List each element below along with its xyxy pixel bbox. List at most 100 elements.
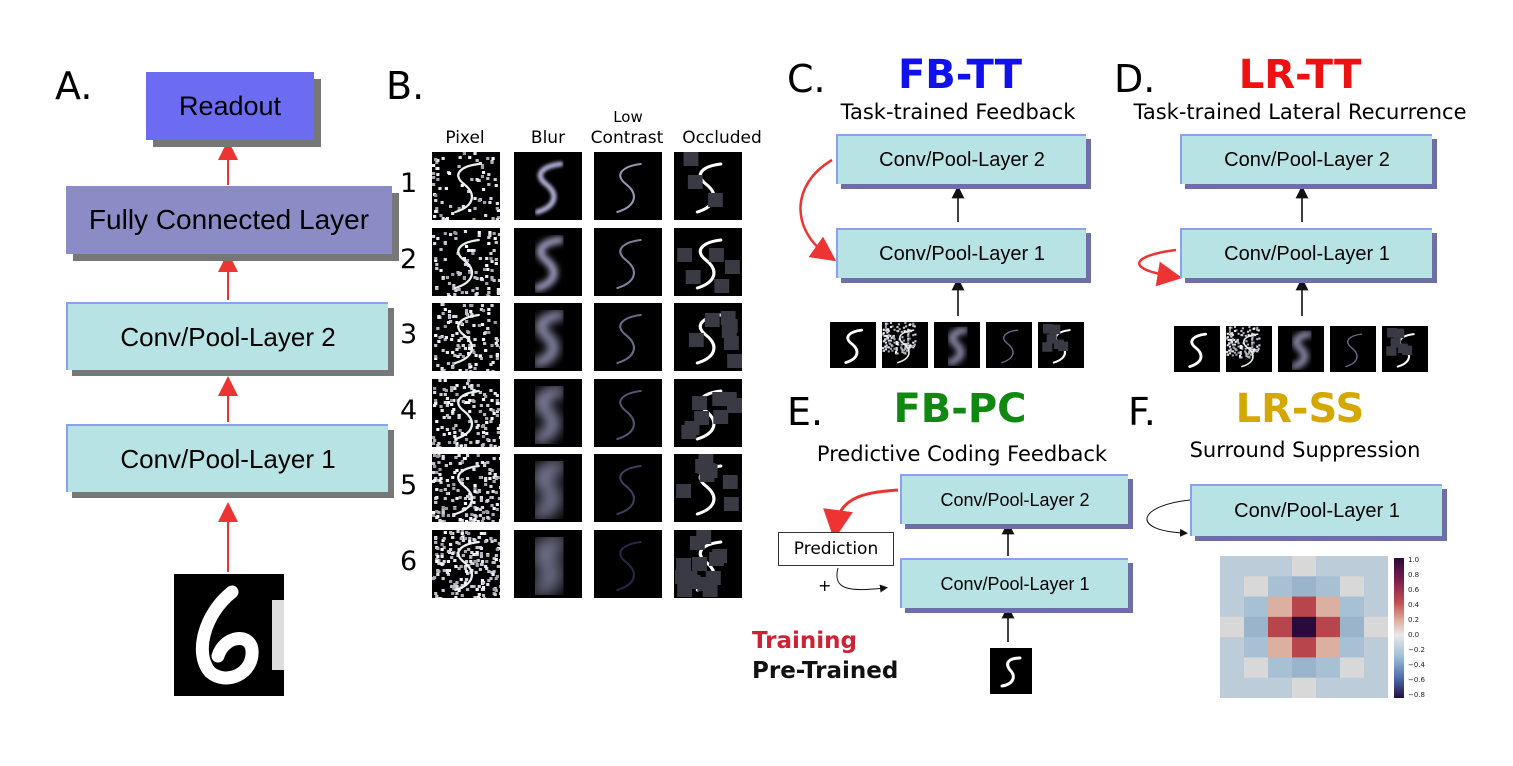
colorbar-tick: −0.4: [1408, 661, 1425, 669]
panel-c-title: FB-TT: [897, 52, 1023, 98]
panel-e-subtitle: Predictive Coding Feedback: [816, 442, 1108, 466]
arrow-d-lateral: [1138, 248, 1183, 287]
kernel-cell: [1268, 556, 1293, 577]
thumb-blur-4: [514, 378, 582, 447]
panel-d-input-clean: [1174, 326, 1220, 372]
plus-sign: +: [818, 576, 832, 595]
kernel-cell: [1364, 596, 1388, 618]
kernel-cell: [1364, 556, 1388, 577]
kernel-cell: [1220, 556, 1245, 577]
kernel-cell: [1220, 616, 1245, 638]
thumb-pixel-6: [432, 529, 500, 598]
thumb-blur-6: [514, 529, 582, 598]
fc-layer-box: Fully Connected Layer: [66, 186, 392, 254]
kernel-cell: [1340, 616, 1365, 638]
thumb-occluded-5: [674, 454, 742, 522]
thumb-low-5: [594, 454, 662, 522]
prediction-box: Prediction: [778, 532, 894, 566]
kernel-cell: [1268, 616, 1293, 638]
row-number-5: 5: [400, 470, 418, 501]
kernel-cell: [1340, 657, 1365, 679]
conv2-box: Conv/Pool-Layer 2: [66, 302, 388, 370]
kernel-cell: [1340, 596, 1365, 618]
panel-d-input-occluded: [1382, 326, 1428, 372]
colorbar-tick: −0.6: [1408, 676, 1425, 684]
panel-d-title: LR-TT: [1238, 52, 1362, 98]
colorbar-tick: −0.2: [1408, 646, 1425, 654]
kernel-cell: [1244, 556, 1269, 577]
col-label-contrast: Contrast: [590, 128, 664, 148]
kernel-cell: [1244, 576, 1269, 598]
arrow-e-prediction: [823, 488, 899, 540]
colorbar-tick: 0.2: [1408, 616, 1420, 624]
kernel-cell: [1268, 657, 1293, 679]
kernel-cell: [1292, 616, 1317, 638]
kernel-cell: [1220, 677, 1245, 698]
kernel-cell: [1316, 596, 1341, 618]
kernel-cell: [1316, 677, 1341, 698]
panel-c-conv1-box: Conv/Pool-Layer 1: [836, 228, 1086, 278]
col-label-pixel: Pixel: [445, 128, 485, 148]
kernel-cell: [1244, 637, 1269, 658]
thumb-occluded-4: [674, 378, 742, 447]
kernel-heatmap: [1220, 556, 1388, 698]
input-digit-image: [174, 574, 284, 696]
panel-c-input-blur: [934, 322, 980, 368]
panel-d-input-blur: [1278, 326, 1324, 372]
thumb-blur-5: [514, 454, 582, 522]
thumb-pixel-5: [432, 454, 500, 522]
kernel-cell: [1316, 576, 1341, 598]
kernel-cell: [1244, 677, 1269, 698]
panel-b-letter: B.: [386, 64, 425, 108]
conv1-box: Conv/Pool-Layer 1: [66, 424, 388, 492]
thumb-occluded-3: [674, 303, 742, 371]
kernel-cell: [1364, 657, 1388, 679]
thumb-pixel-1: [432, 152, 500, 220]
kernel-cell: [1364, 677, 1388, 698]
panel-f-letter: F.: [1128, 390, 1156, 434]
arrow-c-feedback: [799, 158, 837, 262]
row-number-3: 3: [400, 319, 418, 350]
panel-c-input-clean: [830, 322, 876, 368]
panel-e-conv2-box: Conv/Pool-Layer 2: [900, 474, 1128, 524]
kernel-cell: [1268, 637, 1293, 658]
panel-d-input-pixel: [1226, 326, 1272, 372]
kernel-cell: [1340, 556, 1365, 577]
kernel-cell: [1244, 657, 1269, 679]
arrow-f-lateral: [1146, 499, 1191, 537]
kernel-cell: [1268, 596, 1293, 618]
arrow-e-to-conv1: [836, 567, 888, 593]
kernel-cell: [1220, 637, 1245, 658]
readout-box: Readout: [146, 72, 314, 140]
panel-c-subtitle: Task-trained Feedback: [840, 100, 1076, 124]
thumb-pixel-3: [432, 303, 500, 371]
panel-d-letter: D.: [1114, 57, 1156, 101]
colorbar: [1394, 558, 1404, 698]
thumb-pixel-4: [432, 378, 500, 447]
kernel-cell: [1340, 637, 1365, 658]
kernel-cell: [1316, 616, 1341, 638]
colorbar-tick: 0.4: [1408, 601, 1420, 609]
kernel-cell: [1220, 657, 1245, 679]
col-label-occluded: Occluded: [682, 128, 762, 148]
kernel-cell: [1220, 576, 1245, 598]
row-number-2: 2: [400, 243, 418, 275]
panel-a-letter: A.: [55, 64, 93, 108]
kernel-cell: [1292, 576, 1317, 598]
panel-f-title: LR-SS: [1235, 386, 1365, 432]
thumb-blur-2: [514, 227, 582, 296]
row-number-6: 6: [400, 545, 418, 577]
kernel-cell: [1220, 596, 1245, 618]
panel-e-letter: E.: [787, 390, 824, 434]
panel-d-conv1-box: Conv/Pool-Layer 1: [1180, 228, 1432, 278]
panel-e-input-digit: [990, 648, 1032, 694]
thumb-low-1: [594, 152, 662, 220]
kernel-cell: [1244, 616, 1269, 638]
panel-f-subtitle: Surround Suppression: [1189, 438, 1421, 462]
colorbar-tick: 1.0: [1408, 556, 1420, 564]
panel-c-input-pixel: [882, 322, 928, 368]
kernel-cell: [1268, 576, 1293, 598]
row-number-4: 4: [400, 394, 418, 426]
panel-e-conv1-box: Conv/Pool-Layer 1: [900, 558, 1128, 608]
kernel-cell: [1316, 657, 1341, 679]
